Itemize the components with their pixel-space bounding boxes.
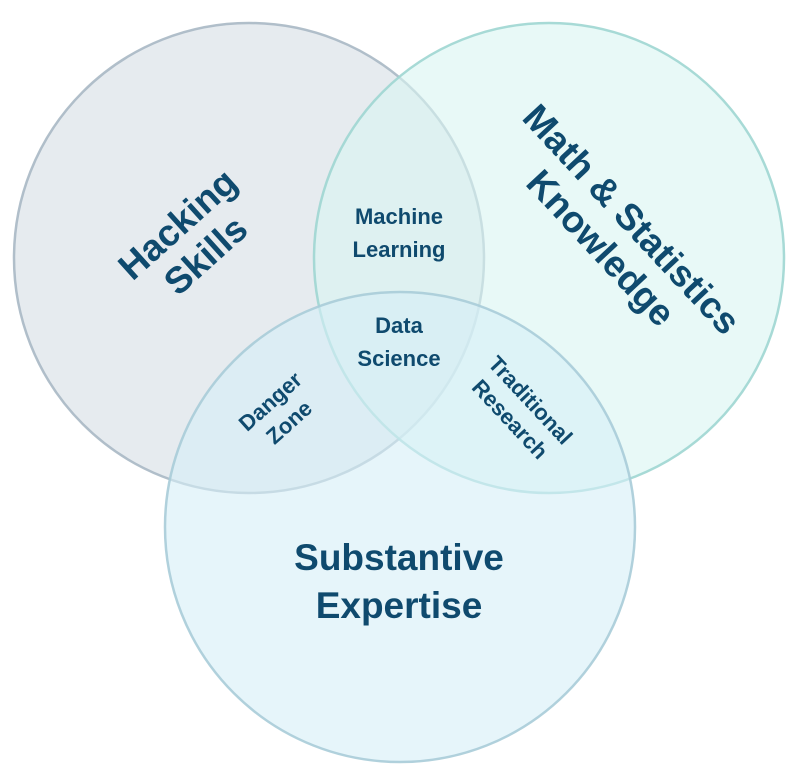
machine-learning-label: Machine Learning xyxy=(353,204,446,262)
substantive-expertise-label: Substantive Expertise xyxy=(294,537,504,626)
substantive-expertise-line2: Expertise xyxy=(316,585,483,626)
substantive-expertise-circle xyxy=(163,290,637,764)
machine-learning-line2: Learning xyxy=(353,237,446,262)
machine-learning-line1: Machine xyxy=(355,204,443,229)
substantive-expertise-line1: Substantive xyxy=(294,537,504,578)
data-science-label: Data Science xyxy=(357,313,440,371)
data-science-line2: Science xyxy=(357,346,440,371)
data-science-line1: Data xyxy=(375,313,423,338)
